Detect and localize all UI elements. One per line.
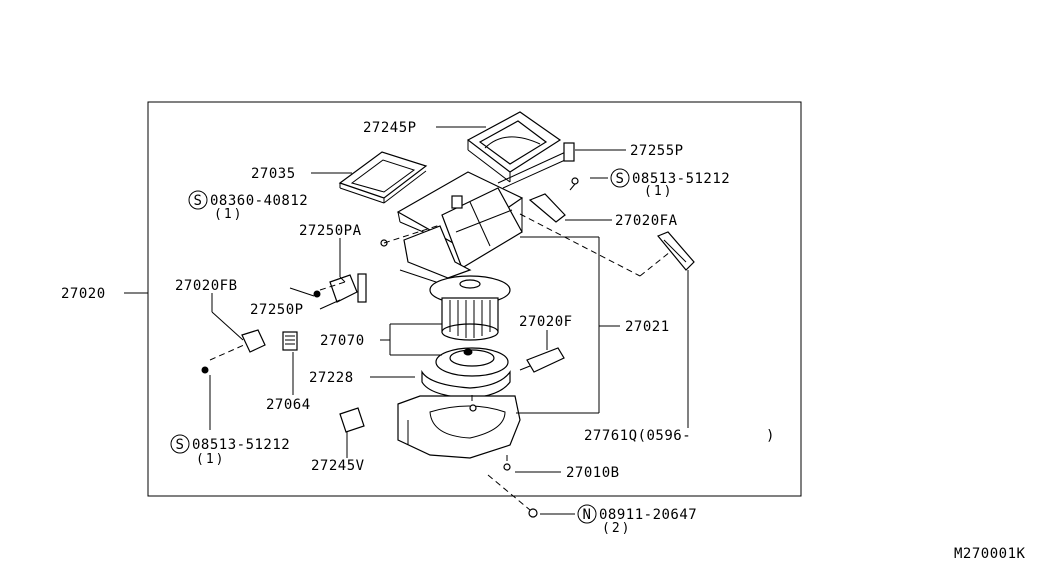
label-27020F: 27020F: [519, 314, 573, 330]
label-screw-08513-top: 08513-51212: [632, 171, 730, 187]
screw-symbol-2: S: [188, 190, 208, 210]
label-screw-08360: 08360-40812: [210, 193, 308, 209]
blower-fan-27070: [429, 275, 511, 341]
label-27064: 27064: [266, 397, 311, 413]
diagram-id: M270001K: [954, 546, 1026, 562]
label-nut-08911: 08911-20647: [599, 507, 697, 523]
svg-text:S: S: [194, 193, 203, 209]
svg-text:S: S: [616, 171, 625, 187]
nut-symbol: N: [577, 504, 597, 524]
label-screw-08513-top-qty: (1): [644, 184, 673, 199]
intake-housing: [396, 171, 524, 286]
link-rod-27255P: [497, 142, 575, 189]
svg-text:S: S: [176, 437, 185, 453]
screw-symbol-1: S: [610, 168, 630, 188]
label-27761Q: 27761Q(0596-: [584, 428, 691, 444]
label-27020FB: 27020FB: [175, 278, 238, 294]
label-27070: 27070: [320, 333, 365, 349]
dashed-lines: [209, 213, 671, 511]
assembly-frame: [147, 101, 802, 497]
label-27245P: 27245P: [363, 120, 417, 136]
label-27020FA: 27020FA: [615, 213, 678, 229]
lower-case: [397, 395, 521, 459]
label-screw-08360-qty: (1): [214, 207, 243, 222]
leader-lines: [124, 126, 689, 515]
part-27761Q: [657, 231, 695, 271]
parts-27020FB-27064: [201, 329, 298, 374]
svg-text:N: N: [583, 507, 592, 523]
label-27228: 27228: [309, 370, 354, 386]
label-27035: 27035: [251, 166, 296, 182]
label-27021: 27021: [625, 319, 670, 335]
label-27020: 27020: [61, 286, 106, 302]
motor-base-27228: [421, 347, 511, 399]
label-screw-08513-bottom: 08513-51212: [192, 437, 290, 453]
label-27250P: 27250P: [250, 302, 304, 318]
filter-cover-27245P: [466, 111, 562, 183]
label-27255P: 27255P: [630, 143, 684, 159]
label-27250PA: 27250PA: [299, 223, 362, 239]
bracket-27250P: [313, 239, 388, 303]
filter-27035: [338, 151, 428, 204]
resistor-27020F: [519, 347, 565, 373]
screw-symbol-3: S: [170, 434, 190, 454]
label-nut-08911-qty: (2): [602, 521, 631, 536]
label-27010B: 27010B: [566, 465, 620, 481]
clip-27245V: [339, 407, 365, 433]
bracket-27020FA: [528, 177, 579, 223]
label-27761Q-close: ): [766, 428, 775, 444]
label-screw-08513-bottom-qty: (1): [196, 452, 225, 467]
screws-lower: [469, 404, 538, 518]
label-27245V: 27245V: [311, 458, 365, 474]
